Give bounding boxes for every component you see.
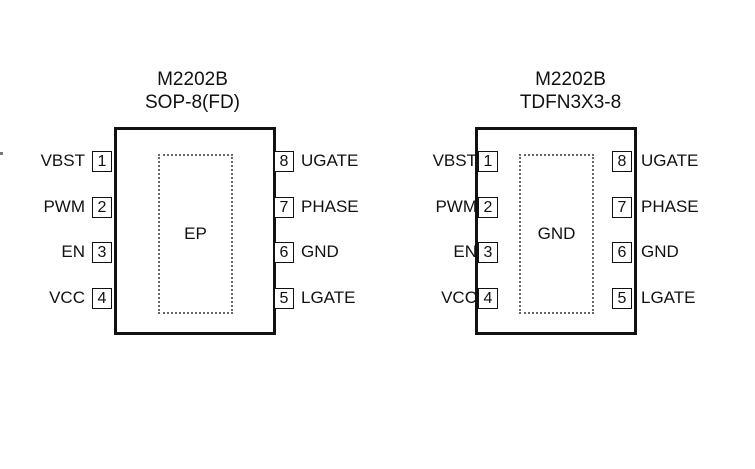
- pin-name-3: EN: [61, 242, 85, 261]
- pad-label: GND: [537, 224, 576, 243]
- pin-number-5: 5: [274, 288, 294, 309]
- pin-number-2: 2: [92, 197, 112, 218]
- pin-name-4: VCC: [441, 288, 477, 307]
- pin-name-7: PHASE: [301, 197, 359, 216]
- pin-number-4: 4: [478, 288, 498, 309]
- pin-number-6: 6: [274, 242, 294, 263]
- pin-number-5: 5: [612, 288, 632, 309]
- pin-name-6: GND: [641, 242, 679, 261]
- pin-name-1: VBST: [432, 151, 477, 170]
- pin-number-2: 2: [478, 197, 498, 218]
- pin-name-8: UGATE: [301, 151, 359, 170]
- package-title: M2202B TDFN3X3-8: [468, 68, 673, 114]
- package-tdfn3x3: M2202B TDFN3X3-8 GND VBST 1 PWM 2 EN 3 V…: [378, 0, 755, 469]
- pin-name-4: VCC: [49, 288, 85, 307]
- pin-number-3: 3: [92, 242, 112, 263]
- ic-body: EP: [114, 127, 276, 335]
- pin-name-6: GND: [301, 242, 339, 261]
- part-number: M2202B: [157, 69, 228, 90]
- pin-number-6: 6: [612, 242, 632, 263]
- pin-number-7: 7: [612, 197, 632, 218]
- pin-name-7: PHASE: [641, 197, 699, 216]
- pin-number-7: 7: [274, 197, 294, 218]
- ic-body: GND: [475, 127, 637, 335]
- package-name: TDFN3X3-8: [519, 92, 622, 113]
- pin-number-4: 4: [92, 288, 112, 309]
- pin-number-1: 1: [92, 151, 112, 172]
- pad-label: EP: [184, 224, 207, 243]
- pin-name-2: PWM: [43, 197, 85, 216]
- pin-number-1: 1: [478, 151, 498, 172]
- part-number: M2202B: [535, 69, 606, 90]
- pin-name-5: LGATE: [301, 288, 356, 307]
- package-name: SOP-8(FD): [145, 92, 240, 113]
- package-sop8: M2202B SOP-8(FD) EP VBST 1 PWM 2 EN 3 VC…: [0, 0, 377, 469]
- exposed-pad: EP: [158, 154, 233, 314]
- pin-name-3: EN: [453, 242, 477, 261]
- exposed-pad: GND: [519, 154, 594, 314]
- pin-number-8: 8: [612, 151, 632, 172]
- pin-name-5: LGATE: [641, 288, 696, 307]
- package-title: M2202B SOP-8(FD): [90, 68, 295, 114]
- pin-name-8: UGATE: [641, 151, 699, 170]
- pin-number-3: 3: [478, 242, 498, 263]
- pin-name-1: VBST: [40, 151, 85, 170]
- pin-number-8: 8: [274, 151, 294, 172]
- cropped-edge-mark: [0, 152, 3, 155]
- pin-name-2: PWM: [435, 197, 477, 216]
